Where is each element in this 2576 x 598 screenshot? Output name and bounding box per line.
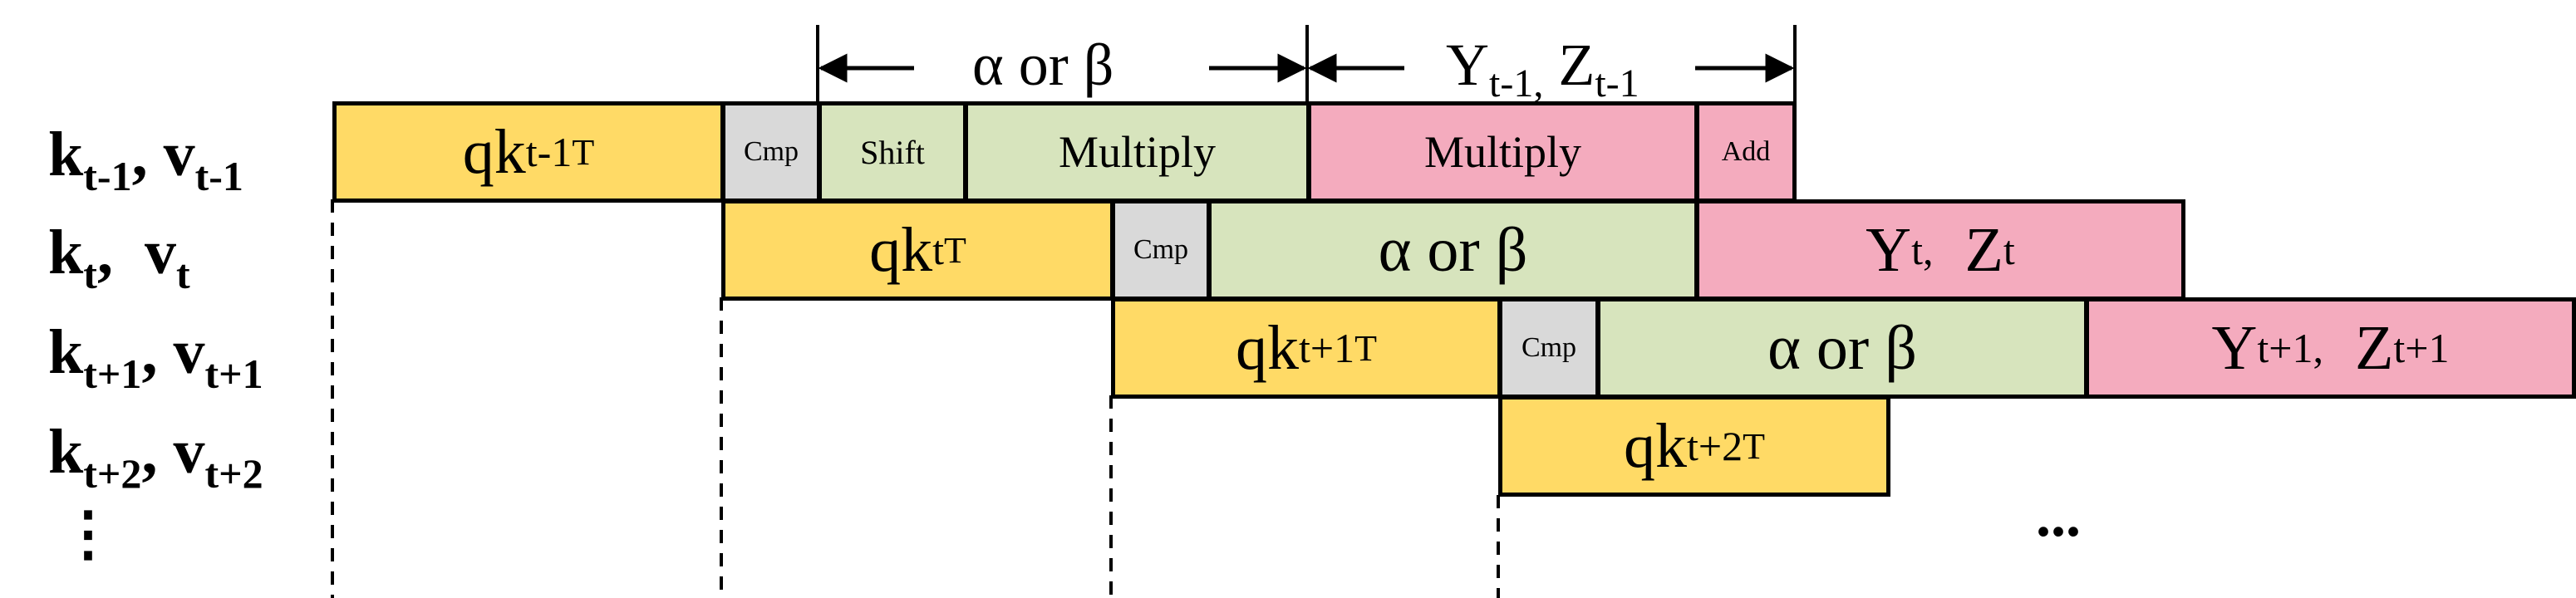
- block-add-t-minus-1: Add: [1695, 101, 1797, 203]
- qk-base: qk: [462, 116, 526, 187]
- row-k: k: [48, 120, 84, 189]
- row-k-sub: t: [83, 251, 97, 297]
- block-multiply-pink-t-minus-1: Multiply: [1307, 101, 1698, 203]
- block-cmp-t-minus-1: Cmp: [721, 101, 821, 203]
- span-label-alpha-beta: α or β: [964, 35, 1123, 95]
- multiply-label: Multiply: [1423, 127, 1582, 177]
- z-label: Z: [1964, 214, 2003, 285]
- row-label-t-minus-1: kt-1, vt-1: [48, 123, 243, 197]
- block-alpha-beta-t-plus-1: α or β: [1596, 297, 2088, 399]
- span-label-yz: Yt-1, Zt-1: [1438, 35, 1648, 104]
- block-alpha-beta-t: α or β: [1207, 199, 1698, 301]
- horizontal-ellipsis: ...: [2036, 483, 2081, 549]
- row-v: v: [173, 417, 205, 487]
- row-k: k: [48, 417, 84, 487]
- row-v: v: [173, 317, 205, 387]
- row-v-sub: t+2: [204, 450, 263, 497]
- qk-sub: t+2: [1687, 423, 1743, 469]
- z-sub: t: [2003, 227, 2015, 273]
- qk-sub: t: [932, 227, 944, 273]
- qk-base: qk: [1236, 312, 1299, 383]
- span-y-sub: t-1,: [1489, 61, 1544, 105]
- row-v: v: [163, 120, 195, 189]
- qk-sup: T: [1354, 327, 1377, 369]
- cmp-label: Cmp: [743, 136, 799, 167]
- row-v: v: [144, 218, 176, 287]
- row-label-t-plus-1: kt+1, vt+1: [48, 321, 263, 395]
- cmp-label: Cmp: [1521, 332, 1577, 363]
- cmp-label: Cmp: [1133, 234, 1189, 265]
- row-label-t-plus-2: kt+2, vt+2: [48, 420, 263, 494]
- add-label: Add: [1721, 136, 1771, 167]
- y-label: Y: [1866, 214, 1912, 285]
- row-v-sub: t+1: [204, 350, 263, 397]
- multiply-label: Multiply: [1058, 127, 1217, 177]
- shift-label: Shift: [860, 133, 925, 171]
- row-k: k: [48, 317, 84, 387]
- vertical-ellipsis: ⋮: [58, 501, 118, 567]
- span-y: Y: [1446, 32, 1489, 98]
- qk-sup: T: [572, 131, 595, 173]
- row-k-sub: t+1: [83, 350, 142, 397]
- y-label: Y: [2211, 312, 2258, 383]
- row-v-sub: t-1: [194, 153, 243, 199]
- block-multiply-green-t-minus-1: Multiply: [964, 101, 1310, 203]
- row-label-t: kt, vt: [48, 221, 190, 295]
- row-k-sub: t-1: [83, 153, 132, 199]
- span-z-sub: t-1: [1595, 61, 1639, 105]
- block-shift-t-minus-1: Shift: [818, 101, 967, 203]
- alpha-beta-label: α or β: [1378, 214, 1528, 285]
- y-sub: t,: [1911, 227, 1934, 273]
- row-v-sub: t: [175, 251, 190, 297]
- z-sub: t+1: [2393, 325, 2450, 371]
- row-sep: ,: [131, 120, 164, 189]
- y-sub: t+1,: [2257, 325, 2323, 371]
- qk-sub: t-1: [525, 129, 573, 175]
- row-k-sub: t+2: [83, 450, 142, 497]
- qk-sup: T: [944, 229, 966, 271]
- block-cmp-t-plus-1: Cmp: [1498, 297, 1600, 399]
- z-label: Z: [2354, 312, 2394, 383]
- qk-sub: t+1: [1299, 325, 1355, 371]
- row-k: k: [48, 218, 84, 287]
- row-sep: ,: [141, 317, 174, 387]
- alpha-beta-label: α or β: [1767, 312, 1917, 383]
- block-cmp-t: Cmp: [1111, 199, 1211, 301]
- qk-base: qk: [1624, 410, 1687, 481]
- row-sep: ,: [141, 417, 174, 487]
- row-sep: ,: [96, 218, 145, 287]
- qk-sup: T: [1743, 425, 1765, 467]
- qk-base: qk: [869, 214, 933, 285]
- span-z: Z: [1558, 32, 1595, 98]
